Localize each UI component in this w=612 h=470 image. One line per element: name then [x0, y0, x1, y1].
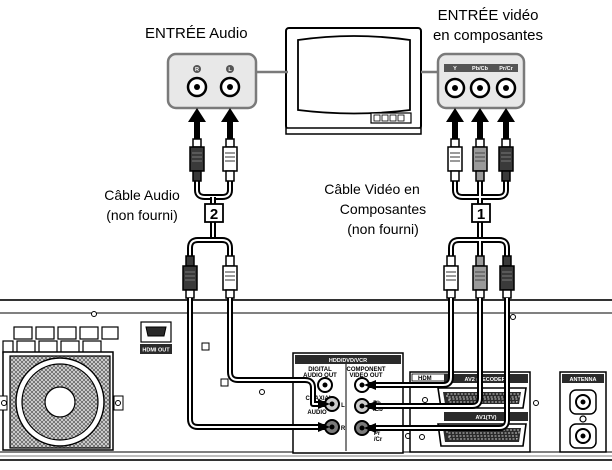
step-badge-video-number: 1 — [477, 206, 485, 223]
antenna-block: ANTENNA — [559, 371, 607, 453]
television — [285, 27, 422, 135]
step-badge-video: 1 — [471, 203, 491, 223]
tv-component-input-panel: Y Pb/Cb Pr/Cr — [421, 52, 526, 110]
tv-jack-label-l: L — [228, 67, 232, 73]
tv-screen — [297, 35, 411, 115]
digital-audio-label-1: DIGITAL — [308, 367, 332, 373]
video-cable-label-line3: (non fourni) — [347, 221, 419, 237]
panel-title: HDD/DVD/VCR — [329, 358, 367, 364]
insertion-arrows-audio — [188, 108, 239, 140]
digital-audio-label-2: AUDIO OUT — [303, 373, 337, 379]
jack-pb-label-2: /Cb — [373, 407, 383, 413]
av1-label: AV1(TV) — [476, 415, 497, 421]
hdmi-partial-label: HDM — [418, 376, 432, 382]
audio-plug-bottom-red — [182, 265, 198, 291]
component-label-2: VIDEO OUT — [349, 373, 382, 379]
tv-jack-label-y: Y — [453, 66, 457, 72]
tv-base — [285, 127, 422, 135]
audio-label: AUDIO — [307, 410, 327, 416]
audio-cable — [182, 138, 238, 299]
jack-r-label: R — [341, 426, 346, 432]
audio-cable-label-line2: (non fourni) — [106, 207, 178, 223]
tv-jack-label-pr: Pr/Cr — [499, 66, 513, 72]
audio-cable-to-recorder — [187, 298, 330, 432]
jack-pr-label-2: /Cr — [374, 437, 383, 443]
tv-jack-label-r: R — [195, 67, 199, 73]
tv-audio-input-panel: R L — [166, 52, 288, 110]
video-plug-top-y — [447, 146, 463, 172]
coaxial-label: COAXIAL — [306, 396, 333, 402]
video-cable-label-line2: Composantes — [340, 201, 426, 217]
component-label-1: COMPONENT — [347, 367, 386, 373]
av2-label: AV2 (DECODER) — [465, 377, 508, 383]
audio-cable-label-line1: Câble Audio — [104, 187, 180, 203]
step-badge-audio: 2 — [204, 203, 224, 223]
hdmi-out-label: HDMI OUT — [142, 348, 170, 354]
step-badge-audio-number: 2 — [210, 206, 218, 223]
tv-jack-label-pb: Pb/Cb — [472, 66, 489, 72]
audio-plug-top-white — [222, 146, 238, 172]
video-plug-bottom-pb — [472, 265, 488, 291]
audio-plug-top-red — [189, 146, 205, 172]
jack-pr-label-1: Pr — [374, 431, 381, 437]
video-plug-top-pb — [472, 146, 488, 172]
audio-input-title: ENTRÉE Audio — [145, 25, 248, 42]
component-video-cable — [443, 138, 515, 299]
video-plug-top-pr — [498, 146, 514, 172]
video-input-title-line2: en composantes — [433, 27, 543, 44]
hdmi-out-port: HDMI OUT — [140, 321, 172, 354]
vent-grid — [2, 326, 119, 354]
antenna-label: ANTENNA — [570, 377, 597, 383]
cooling-fan — [0, 351, 124, 451]
video-plug-bottom-y — [443, 265, 459, 291]
insertion-arrows-video — [446, 108, 515, 140]
video-plug-bottom-pr — [499, 265, 515, 291]
jack-l-label: L — [341, 403, 345, 409]
audio-plug-bottom-white — [222, 265, 238, 291]
video-cable-to-recorder — [364, 298, 510, 433]
video-input-title-line1: ENTRÉE vidéo — [438, 7, 539, 24]
video-cable-label-line1: Câble Vidéo en — [324, 181, 419, 197]
